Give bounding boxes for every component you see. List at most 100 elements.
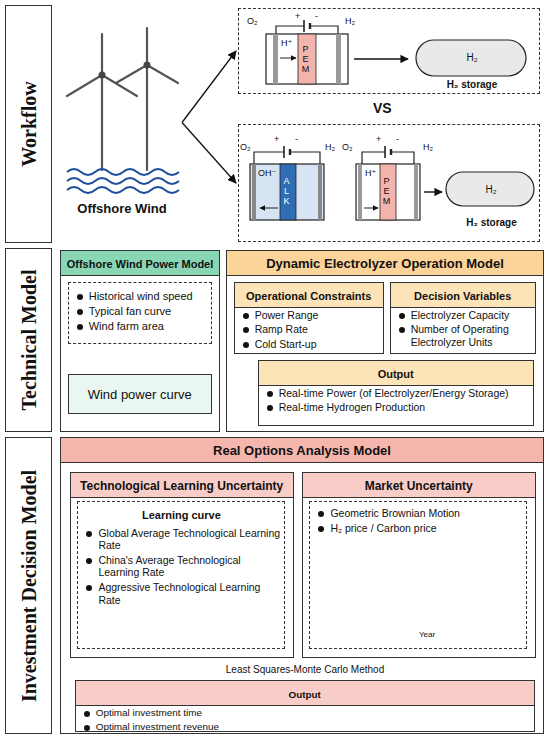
- text-holder: OH⁻: [258, 169, 276, 179]
- process-box: O₂+-H₂H⁺PEMH₂H₂ storage: [238, 8, 540, 94]
- text-holder: +: [376, 135, 381, 145]
- model-panel: OutputOptimal investment timeOptimal inv…: [75, 680, 535, 732]
- text-holder: Learning curve: [78, 502, 284, 525]
- text-holder: Wind farm area: [69, 319, 211, 334]
- node-text: Optimal investment time: [96, 707, 202, 719]
- bullet-dot: [77, 309, 83, 315]
- node-text: Wind farm area: [89, 320, 164, 333]
- process-box: Offshore Wind: [62, 20, 182, 225]
- text-holder: Number of Operating Electrolyzer Units: [391, 322, 535, 349]
- text-holder: O₂: [240, 143, 251, 153]
- bullet-dot: [77, 324, 83, 330]
- node-text: Optimal investment revenue: [96, 721, 219, 733]
- section-label-box: Technical Model: [5, 248, 52, 432]
- node-text: Real-time Hydrogen Production: [279, 401, 426, 414]
- node-text: Geometric Brownian Motion: [330, 507, 460, 520]
- panel-heading: Decision Variables: [414, 290, 511, 302]
- bullet-dot: [86, 558, 92, 564]
- node-text: Wind power curve: [88, 387, 192, 402]
- node-text: PEM: [382, 177, 391, 207]
- node-text: Aggressive Technological Learning Rate: [98, 581, 280, 606]
- axis-title: Year: [419, 630, 435, 639]
- text-holder: Wind power curve: [69, 382, 211, 405]
- text-holder: China's Average Technological Learning R…: [78, 553, 284, 580]
- text-holder: Output: [259, 361, 533, 386]
- text-holder: H₂: [457, 52, 487, 63]
- text-holder: Geometric Brownian Motion: [310, 506, 526, 521]
- panel-heading: Real Options Analysis Model: [213, 443, 391, 458]
- bullet-dot: [86, 531, 92, 537]
- text-holder: Output: [76, 681, 534, 706]
- edge-label: Least Squares-Monte Carlo Method: [222, 664, 388, 675]
- text-holder: H₂ storage: [444, 217, 539, 228]
- node-text: Global Average Technological Learning Ra…: [98, 527, 280, 552]
- text-holder: Power Range: [235, 308, 383, 323]
- text-holder: Investment Decision Model: [6, 438, 51, 733]
- node-text: H₂ storage: [447, 79, 498, 90]
- node-text: Historical wind speed: [89, 290, 193, 303]
- text-holder: Ramp Rate: [235, 322, 383, 337]
- panel-heading: Output: [378, 368, 414, 380]
- text-holder: Real Options Analysis Model: [61, 438, 543, 463]
- text-holder: Aggressive Technological Learning Rate: [78, 580, 284, 607]
- bullet-dot: [267, 405, 273, 411]
- text-holder: Dynamic Electrolyzer Operation Model: [227, 251, 543, 276]
- bullet-dot: [243, 327, 249, 333]
- node-text: H⁺: [281, 38, 292, 48]
- model-panel: Market UncertaintyGeometric Brownian Mot…: [302, 472, 536, 658]
- node-text: H₂: [423, 142, 433, 152]
- text-holder: Real-time Hydrogen Production: [259, 400, 533, 415]
- node-text: Electrolyzer Capacity: [411, 309, 510, 322]
- text-holder: H₂: [345, 17, 355, 27]
- node-text: Power Range: [255, 309, 319, 322]
- text-holder: Offshore Wind Power Model: [61, 251, 219, 276]
- text-holder: O₂: [342, 143, 353, 153]
- node-text: Technical Model: [17, 270, 40, 411]
- node-text: Typical fan curve: [89, 305, 172, 318]
- node-text: Ramp Rate: [255, 323, 308, 336]
- bullet-dot: [267, 391, 273, 397]
- node-text: ALK: [282, 177, 291, 207]
- node-text: H₂: [466, 52, 477, 63]
- text-holder: H₂ price / Carbon price: [310, 521, 526, 536]
- node-text: Real-time Power (of Electrolyzer/Energy …: [279, 387, 509, 400]
- text-holder: Offshore Wind: [62, 202, 182, 216]
- node-text: O₂: [247, 16, 258, 26]
- panel-heading: Technological Learning Uncertainty: [80, 479, 283, 493]
- node-text: -: [295, 134, 298, 144]
- node-text: China's Average Technological Learning R…: [98, 554, 280, 579]
- wind-turbine-illustration: [67, 28, 179, 193]
- node-text: Cold Start-up: [255, 338, 317, 351]
- node-text: Offshore Wind: [77, 201, 166, 216]
- process-box: Learning curveGlobal Average Technologic…: [77, 501, 285, 649]
- text-holder: H⁺: [281, 39, 292, 49]
- text-holder: H₂: [476, 184, 506, 195]
- text-holder: Market Uncertainty: [303, 473, 535, 498]
- flow-arrow: [182, 123, 236, 184]
- text-holder: Operational Constraints: [235, 283, 383, 308]
- node-text: Number of Operating Electrolyzer Units: [411, 323, 531, 348]
- text-holder: Global Average Technological Learning Ra…: [78, 526, 284, 553]
- bullet-dot: [77, 294, 83, 300]
- text-holder: H₂: [423, 143, 433, 153]
- bullet-dot: [243, 313, 249, 319]
- node-text: H₂ price / Carbon price: [330, 522, 436, 535]
- text-holder: PEM: [382, 177, 391, 207]
- panel-heading: Output: [288, 689, 320, 700]
- text-holder: Electrolyzer Capacity: [391, 308, 535, 323]
- text-holder: ALK: [282, 177, 291, 207]
- bullet-dot: [399, 327, 405, 333]
- bullet-dot: [84, 725, 90, 731]
- panel-heading: Market Uncertainty: [365, 479, 473, 493]
- node-text: O₂: [342, 142, 353, 152]
- text-holder: Optimal investment time: [76, 706, 534, 720]
- node-text: +: [295, 11, 300, 21]
- model-panel: Dynamic Electrolyzer Operation ModelOper…: [226, 250, 544, 432]
- text-holder: +: [274, 135, 279, 145]
- model-panel: Decision VariablesElectrolyzer CapacityN…: [390, 282, 536, 354]
- text-holder: Optimal investment revenue: [76, 720, 534, 734]
- text-holder: Historical wind speed: [69, 289, 211, 304]
- text-holder: Cold Start-up: [235, 337, 383, 352]
- model-panel: Real Options Analysis ModelTechnological…: [60, 437, 544, 734]
- node-text: +: [376, 134, 381, 144]
